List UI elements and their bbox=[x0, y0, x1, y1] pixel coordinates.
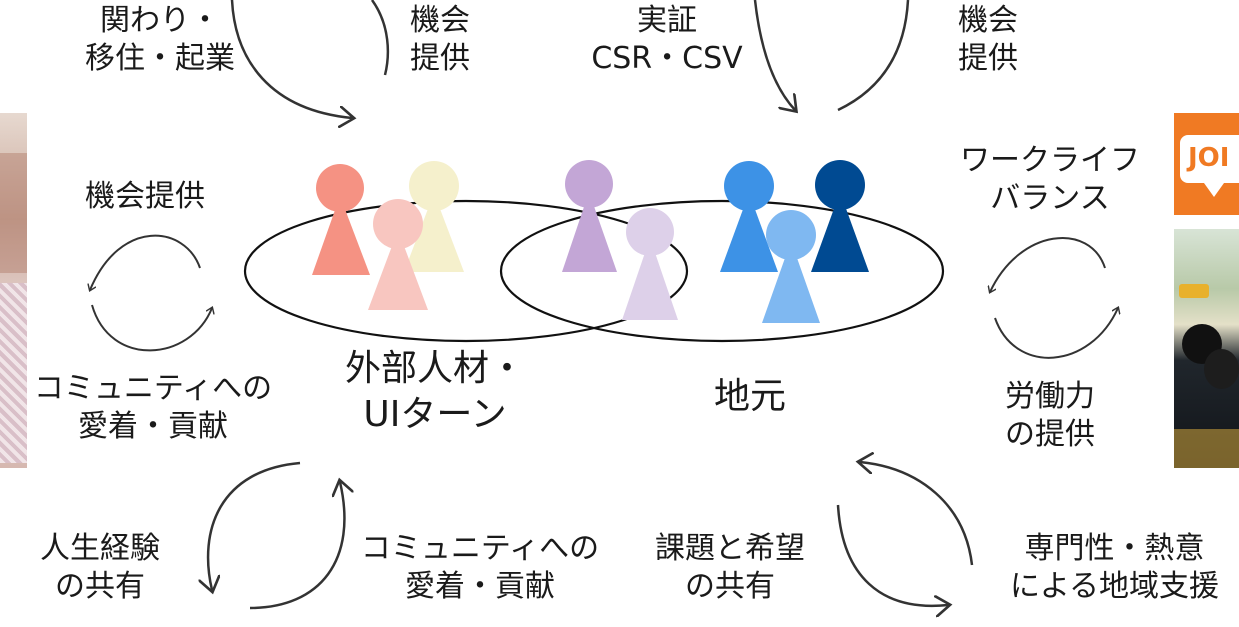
outside-group-ellipse bbox=[243, 199, 689, 343]
label-line: 労働力 bbox=[1005, 379, 1095, 414]
right-photo bbox=[1174, 229, 1239, 468]
bottom-left-up-arrow bbox=[249, 482, 344, 610]
person-shared-2 bbox=[622, 208, 678, 320]
label-group-local: 地元 bbox=[695, 374, 805, 420]
label-group-outside: 外部人材・ UIターン bbox=[320, 346, 550, 438]
label-line: の提供 bbox=[1005, 417, 1095, 452]
label-line: 外部人材・ bbox=[344, 348, 525, 389]
label-left-bottom: コミュニティへの 愛着・貢献 bbox=[28, 370, 278, 446]
logo-text: JOI bbox=[1188, 143, 1230, 173]
top-right-arrow-curve bbox=[753, 0, 795, 110]
left-cycle-upper-arrow bbox=[90, 234, 201, 290]
label-line: 機会 bbox=[958, 3, 1018, 38]
label-top-left-1: 関わり・ 移住・起業 bbox=[65, 2, 255, 78]
label-line: 機会提供 bbox=[85, 179, 205, 214]
logo-badge: JOI bbox=[1174, 113, 1239, 215]
person-local-1 bbox=[720, 161, 778, 272]
left-cycle-lower-arrow bbox=[91, 304, 212, 352]
label-line: 提供 bbox=[958, 41, 1018, 76]
person-local-2 bbox=[811, 160, 869, 272]
label-bottom-left-2: コミュニティへの 愛着・貢献 bbox=[355, 530, 605, 606]
label-line: コミュニティへの bbox=[33, 371, 273, 406]
label-bottom-right-2: 専門性・熱意 による地域支援 bbox=[990, 530, 1239, 606]
label-top-left-2: 機会 提供 bbox=[390, 2, 490, 78]
bottom-right-up-arrow bbox=[860, 462, 974, 566]
bottom-right-down-arrow bbox=[836, 504, 948, 606]
top-left-arrow-curve bbox=[230, 0, 352, 118]
label-right-top: ワークライフ バランス bbox=[950, 142, 1150, 218]
person-outside-3 bbox=[368, 199, 428, 310]
label-bottom-right-1: 課題と希望 の共有 bbox=[625, 530, 835, 606]
person-local-3 bbox=[762, 210, 820, 323]
left-photo bbox=[0, 113, 27, 468]
label-left-top: 機会提供 bbox=[55, 178, 235, 216]
label-line: CSR・CSV bbox=[591, 41, 743, 76]
label-line: 課題と希望 bbox=[655, 531, 805, 566]
person-outside-1 bbox=[312, 164, 370, 275]
label-line: 機会 bbox=[410, 3, 470, 38]
person-outside-2 bbox=[404, 161, 464, 272]
label-line: UIターン bbox=[363, 394, 507, 435]
person-shared-1 bbox=[562, 160, 617, 272]
label-bottom-left-1: 人生経験 の共有 bbox=[5, 530, 195, 606]
label-line: 愛着・貢献 bbox=[78, 409, 228, 444]
label-top-right-1: 実証 CSR・CSV bbox=[572, 2, 762, 78]
label-line: 関わり・ bbox=[100, 3, 220, 38]
label-line: の共有 bbox=[55, 569, 145, 604]
label-line: 愛着・貢献 bbox=[405, 569, 555, 604]
label-line: 提供 bbox=[410, 41, 470, 76]
label-line: 実証 bbox=[637, 3, 697, 38]
label-line: 人生経験 bbox=[40, 531, 160, 566]
label-line: ワークライフ bbox=[960, 143, 1140, 178]
label-line: 地元 bbox=[713, 376, 786, 417]
label-line: バランス bbox=[990, 181, 1110, 216]
right-cycle-upper-arrow bbox=[990, 236, 1106, 292]
label-line: による地域支援 bbox=[1009, 569, 1220, 604]
bottom-left-down-arrow bbox=[208, 461, 301, 590]
right-cycle-lower-arrow bbox=[994, 308, 1118, 359]
label-top-right-2: 機会 提供 bbox=[938, 2, 1038, 78]
label-right-bottom: 労働力 の提供 bbox=[975, 378, 1125, 454]
top-right-return-curve bbox=[837, 0, 910, 112]
top-left-return-curve bbox=[370, 0, 390, 76]
label-line: 専門性・熱意 bbox=[1024, 531, 1205, 566]
label-line: 移住・起業 bbox=[85, 41, 235, 76]
label-line: の共有 bbox=[685, 569, 775, 604]
local-group-ellipse bbox=[499, 199, 945, 343]
label-line: コミュニティへの bbox=[360, 531, 600, 566]
